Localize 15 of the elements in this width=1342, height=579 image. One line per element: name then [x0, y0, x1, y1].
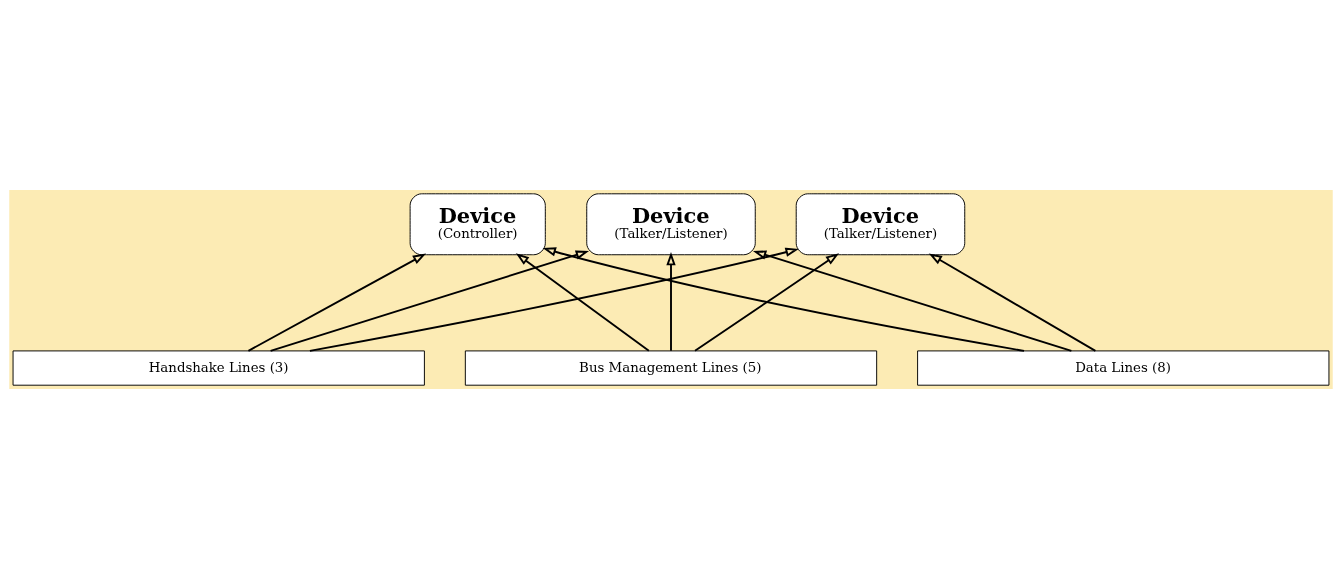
node-box: Data Lines (8) [917, 350, 1330, 386]
arrow [308, 247, 799, 352]
arrow [247, 253, 427, 352]
arrow [515, 253, 650, 352]
node-box: Bus Management Lines (5) [464, 350, 878, 386]
arrow [542, 247, 1025, 352]
arrow [928, 253, 1097, 352]
arrow [752, 250, 1073, 352]
node-box: Device (Controller) [409, 193, 546, 256]
arrow [694, 253, 840, 352]
node-box: Handshake Lines (3) [12, 350, 425, 386]
node-box: Device (Talker/Listener) [586, 193, 756, 256]
arrow [269, 250, 590, 352]
arrow [666, 252, 676, 352]
node-box: Device (Talker/Listener) [795, 193, 966, 256]
